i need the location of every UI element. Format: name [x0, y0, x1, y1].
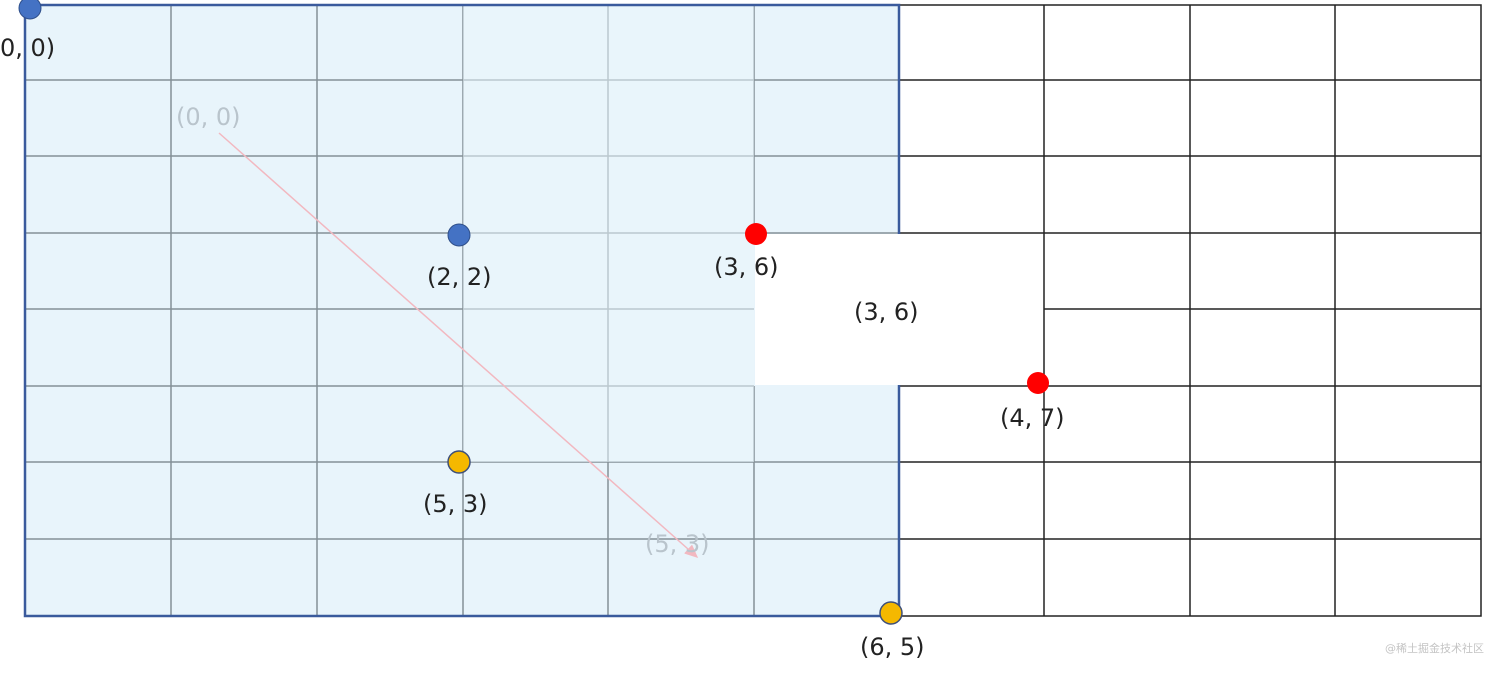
- point-2-2-blue: [447, 223, 471, 247]
- label-3-6: (3, 6): [714, 253, 779, 281]
- label-6-5: (6, 5): [860, 633, 925, 661]
- move-arrow: [218, 132, 699, 558]
- label-5-3: (5, 3): [423, 490, 488, 518]
- point-6-5-yellow: [879, 601, 903, 625]
- point-4-7-red: [1027, 372, 1049, 394]
- label-3-6-block: (3, 6): [854, 298, 919, 326]
- inner-shaded-block: [463, 5, 754, 462]
- point-5-3-yellow: [447, 450, 471, 474]
- label-5-3-faint: (5, 3): [645, 530, 710, 558]
- label-2-2: (2, 2): [427, 263, 492, 291]
- label-origin-faint: (0, 0): [176, 103, 241, 131]
- label-4-7: (4, 7): [1000, 404, 1065, 432]
- block-3-6: [755, 234, 1043, 385]
- point-origin-blue: [18, 0, 42, 20]
- label-origin: 0, 0): [0, 34, 55, 62]
- watermark: @稀土掘金技术社区: [1385, 641, 1484, 655]
- point-3-6-red: [745, 223, 767, 245]
